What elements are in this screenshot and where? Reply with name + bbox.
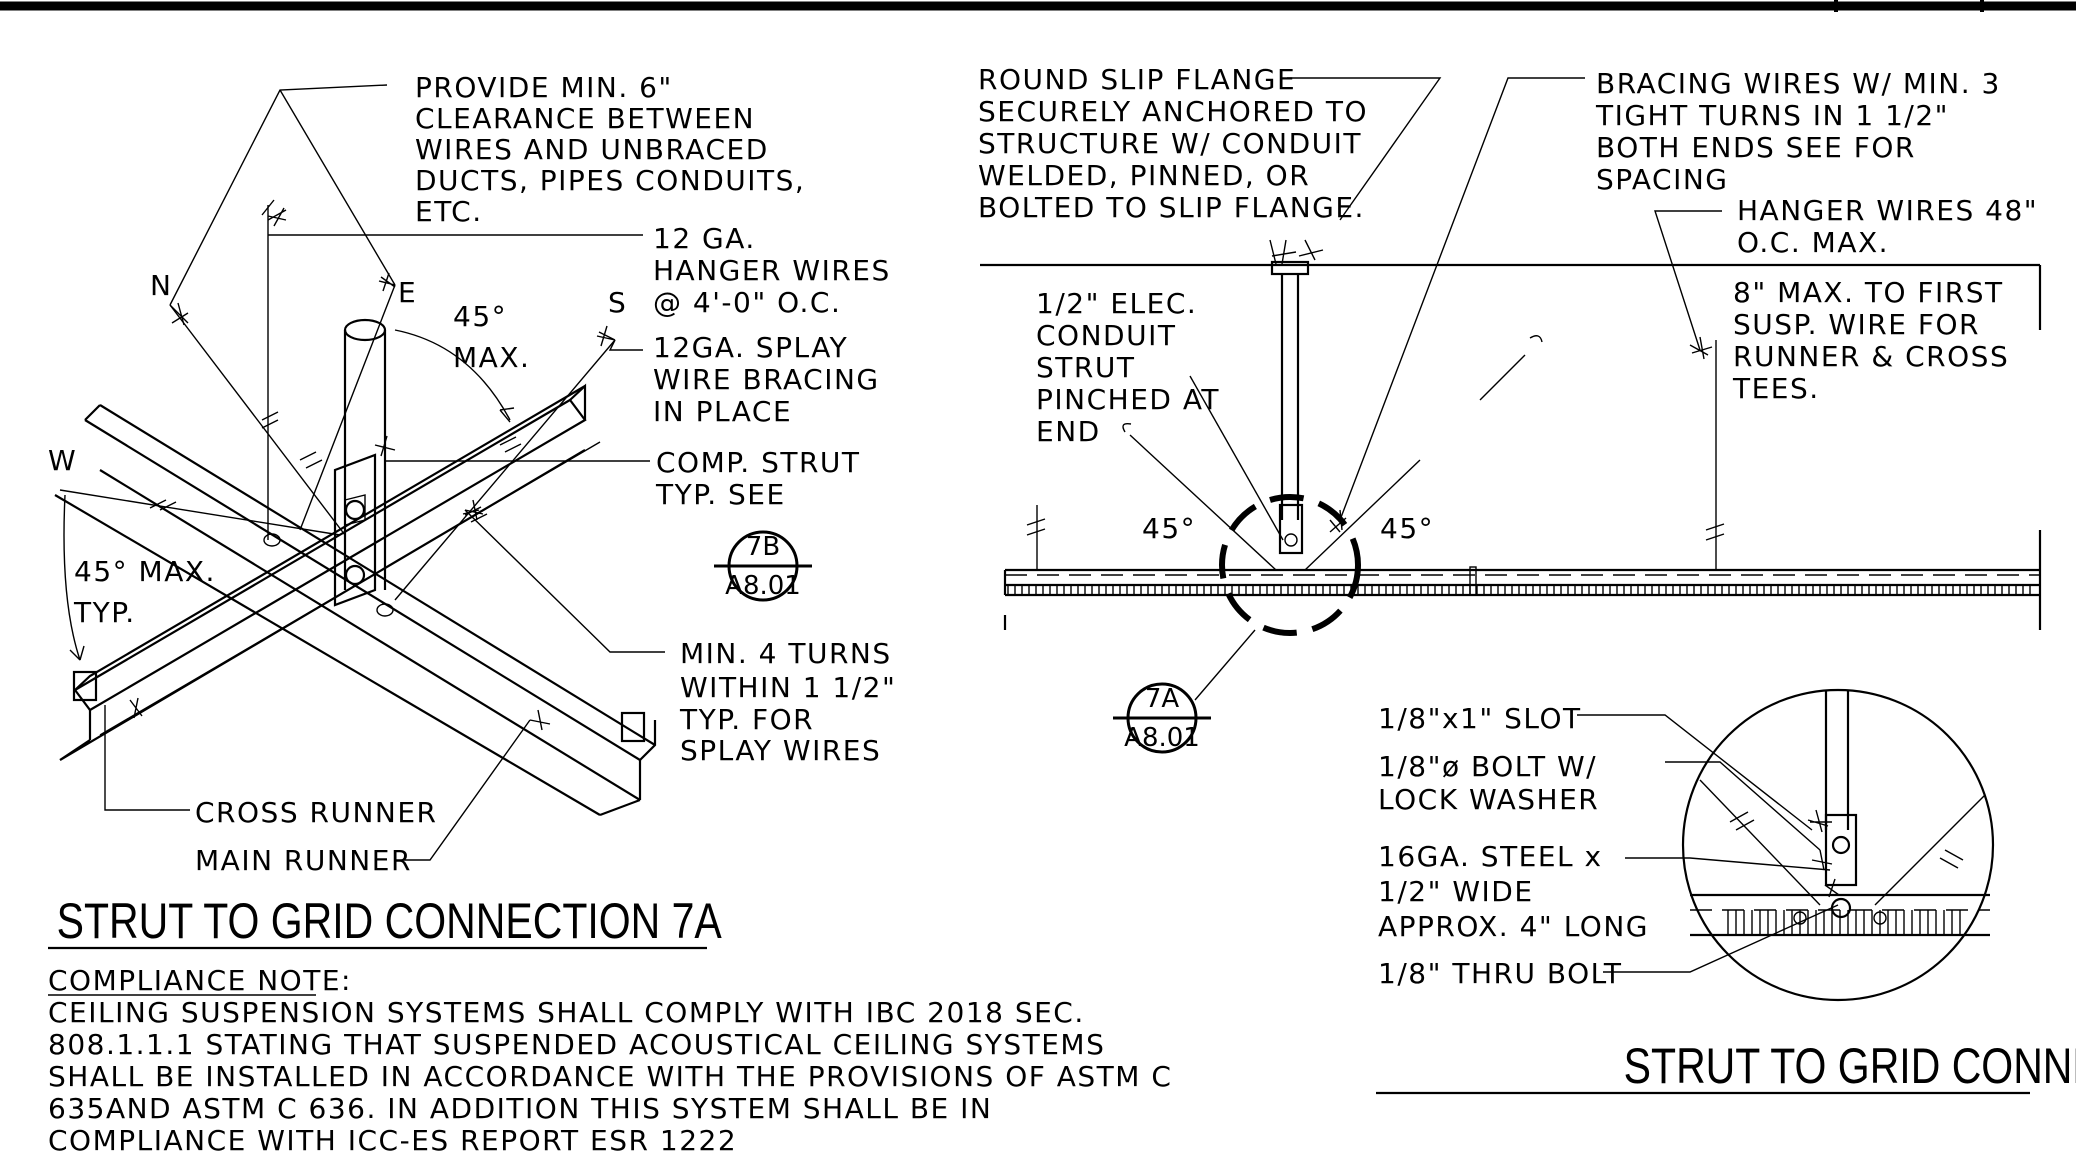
detail-7b-callouts: 1/8"x1" SLOT 1/8"ø BOLT W/ LOCK WASHER 1…: [1376, 702, 2076, 1095]
angle-45-max-typ-line: TYP.: [73, 596, 136, 629]
title-7b: STRUT TO GRID CONNECTION 7B: [1624, 1038, 2076, 1094]
splay-wire-note: 12GA. SPLAY WIRE BRACING IN PLACE: [653, 331, 890, 428]
conduit-note-line: CONDUIT: [1036, 319, 1176, 352]
slot-label: 1/8"x1" SLOT: [1378, 702, 1582, 735]
compass-s-label: S: [608, 286, 627, 319]
ref-tag-7b[interactable]: 7B A8.01: [714, 530, 812, 602]
compass-n-label: N: [150, 269, 172, 302]
bracing-wires-note-line: BOTH ENDS SEE FOR: [1596, 131, 1916, 164]
hanger-spacing-note-line: HANGER WIRES 48": [1737, 194, 2038, 227]
splay-wire-note-line: WIRE BRACING: [653, 363, 880, 396]
detail-7b-hatch: [1727, 910, 1961, 935]
min-turns-note-line: WITHIN 1 1/2": [680, 671, 896, 704]
first-wire-note-line: TEES.: [1732, 372, 1820, 405]
compass-w-label: W: [48, 444, 77, 477]
title-7a: STRUT TO GRID CONNECTION 7A: [57, 893, 723, 949]
conduit-note: 1/2" ELEC. CONDUIT STRUT PINCHED AT END: [1036, 287, 1230, 448]
slip-flange-note-line: SECURELY ANCHORED TO: [978, 95, 1368, 128]
min-turns-note-line: TYP. FOR: [679, 703, 814, 736]
angle-45-max-label: 45° MAX.: [453, 300, 530, 374]
hanger-wire-note-line: @ 4'-0" O.C.: [653, 286, 841, 319]
steel-note-line: 16GA. STEEL x: [1378, 840, 1603, 873]
compliance-line: SHALL BE INSTALLED IN ACCORDANCE WITH TH…: [48, 1060, 1172, 1093]
conduit-note-line: STRUT: [1036, 351, 1135, 384]
ref-tag-7b-detail: 7B: [746, 532, 780, 562]
first-wire-note: 8" MAX. TO FIRST SUSP. WIRE FOR RUNNER &…: [1732, 276, 2020, 405]
clearance-note-line: DUCTS, PIPES CONDUITS,: [415, 164, 805, 197]
bracing-wires-note-line: TIGHT TURNS IN 1 1/2": [1595, 99, 1949, 132]
angle-45-max-typ-line: 45° MAX.: [74, 555, 216, 588]
splay-wire-note-line: IN PLACE: [653, 395, 792, 428]
slip-flange-note-line: WELDED, PINNED, OR: [978, 159, 1310, 192]
clearance-note-line: PROVIDE MIN. 6": [415, 71, 673, 104]
compliance-note: COMPLIANCE NOTE: CEILING SUSPENSION SYST…: [48, 964, 1183, 1157]
first-wire-note-line: RUNNER & CROSS: [1733, 340, 2009, 373]
clearance-note-line: CLEARANCE BETWEEN: [415, 102, 755, 135]
steel-note-line: 1/2" WIDE: [1378, 875, 1534, 908]
compliance-body: CEILING SUSPENSION SYSTEMS SHALL COMPLY …: [48, 996, 1183, 1157]
ref-tag-7a-detail: 7A: [1145, 684, 1180, 714]
slip-flange-note-line: BOLTED TO SLIP FLANGE.: [978, 191, 1365, 224]
ref-tag-7a-sheet: A8.01: [1124, 723, 1200, 753]
min-turns-note-line: SPLAY WIRES: [680, 734, 881, 767]
comp-strut-note-line: TYP. SEE: [655, 478, 786, 511]
thru-bolt-label: 1/8" THRU BOLT: [1378, 957, 1622, 990]
detail-7a-drawing: N E S W: [48, 84, 665, 861]
ref-tag-7b-sheet: A8.01: [725, 571, 801, 601]
elevation-callouts: ROUND SLIP FLANGE SECURELY ANCHORED TO S…: [978, 63, 2049, 545]
angle-45-max-line: MAX.: [453, 341, 530, 374]
compliance-line: 808.1.1.1 STATING THAT SUSPENDED ACOUSTI…: [48, 1028, 1105, 1061]
elevation-angle-left: 45°: [1142, 512, 1196, 545]
first-wire-note-line: SUSP. WIRE FOR: [1733, 308, 1980, 341]
comp-strut-note-line: COMP. STRUT: [656, 446, 861, 479]
min-turns-note: MIN. 4 TURNS WITHIN 1 1/2" TYP. FOR SPLA…: [679, 637, 907, 767]
detail-7b-drawing: [1577, 688, 1995, 1002]
bracing-wires-note: BRACING WIRES W/ MIN. 3 TIGHT TURNS IN 1…: [1595, 67, 2011, 196]
clearance-note-line: ETC.: [415, 195, 483, 228]
compliance-line: CEILING SUSPENSION SYSTEMS SHALL COMPLY …: [48, 996, 1085, 1029]
slip-flange-note-line: STRUCTURE W/ CONDUIT: [978, 127, 1362, 160]
hanger-spacing-note: HANGER WIRES 48" O.C. MAX.: [1737, 194, 2049, 259]
min-turns-note-line: MIN. 4 TURNS: [680, 637, 892, 670]
comp-strut-note: COMP. STRUT TYP. SEE: [655, 446, 871, 511]
angle-45-max-typ-label: 45° MAX. TYP.: [73, 555, 226, 629]
ref-tag-7a[interactable]: 7A A8.01: [1113, 682, 1211, 754]
cross-runner-label: CROSS RUNNER: [195, 796, 437, 829]
bolt-note-line: LOCK WASHER: [1378, 783, 1599, 816]
bracing-wires-note-line: SPACING: [1596, 163, 1728, 196]
hanger-wire-note-line: HANGER WIRES: [653, 254, 891, 287]
bolt-note-line: 1/8"ø BOLT W/: [1378, 750, 1597, 783]
compass-e-label: E: [398, 276, 417, 309]
steel-note-line: APPROX. 4" LONG: [1378, 910, 1649, 943]
elevation-drawing: 7A A8.01: [980, 77, 2042, 754]
conduit-note-line: END: [1036, 415, 1101, 448]
elevation-angle-right: 45°: [1380, 512, 1434, 545]
bracing-wires-note-line: BRACING WIRES W/ MIN. 3: [1596, 67, 2001, 100]
slip-flange-note-line: ROUND SLIP FLANGE: [978, 63, 1296, 96]
splay-wire-note-line: 12GA. SPLAY: [653, 331, 848, 364]
sheet-border: [0, 0, 2076, 12]
hanger-spacing-note-line: O.C. MAX.: [1737, 226, 1889, 259]
slip-flange-note: ROUND SLIP FLANGE SECURELY ANCHORED TO S…: [978, 63, 1378, 224]
compliance-heading: COMPLIANCE NOTE:: [48, 964, 352, 997]
clearance-note: PROVIDE MIN. 6" CLEARANCE BETWEEN WIRES …: [415, 71, 816, 228]
main-runner-label: MAIN RUNNER: [195, 844, 412, 877]
first-wire-note-line: 8" MAX. TO FIRST: [1733, 276, 2004, 309]
hanger-wire-note: 12 GA. HANGER WIRES @ 4'-0" O.C.: [653, 222, 901, 319]
bolt-note: 1/8"ø BOLT W/ LOCK WASHER: [1378, 750, 1608, 816]
compliance-line: COMPLIANCE WITH ICC-ES REPORT ESR 1222: [48, 1124, 737, 1157]
steel-note: 16GA. STEEL x 1/2" WIDE APPROX. 4" LONG: [1378, 840, 1649, 943]
ceiling-tile-hatch: [1007, 585, 2031, 595]
conduit-note-line: PINCHED AT: [1036, 383, 1220, 416]
conduit-note-line: 1/2" ELEC.: [1036, 287, 1197, 320]
detail-7a-callouts: PROVIDE MIN. 6" CLEARANCE BETWEEN WIRES …: [48, 71, 907, 950]
angle-45-max-line: 45°: [453, 300, 507, 333]
clearance-note-line: WIRES AND UNBRACED: [415, 133, 769, 166]
compliance-line: 635AND ASTM C 636. IN ADDITION THIS SYST…: [48, 1092, 992, 1125]
hanger-wire-note-line: 12 GA.: [653, 222, 756, 255]
